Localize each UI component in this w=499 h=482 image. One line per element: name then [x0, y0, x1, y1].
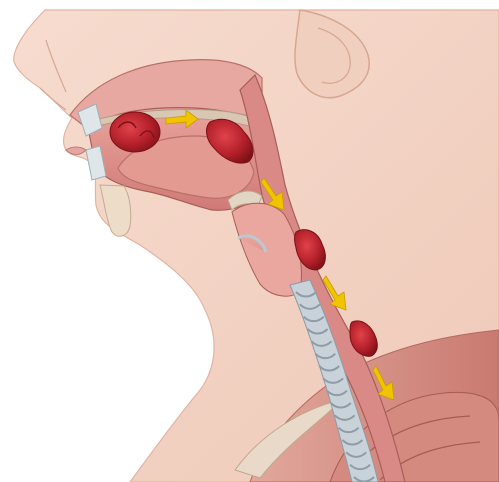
food-bolus-mouth: [110, 112, 160, 152]
